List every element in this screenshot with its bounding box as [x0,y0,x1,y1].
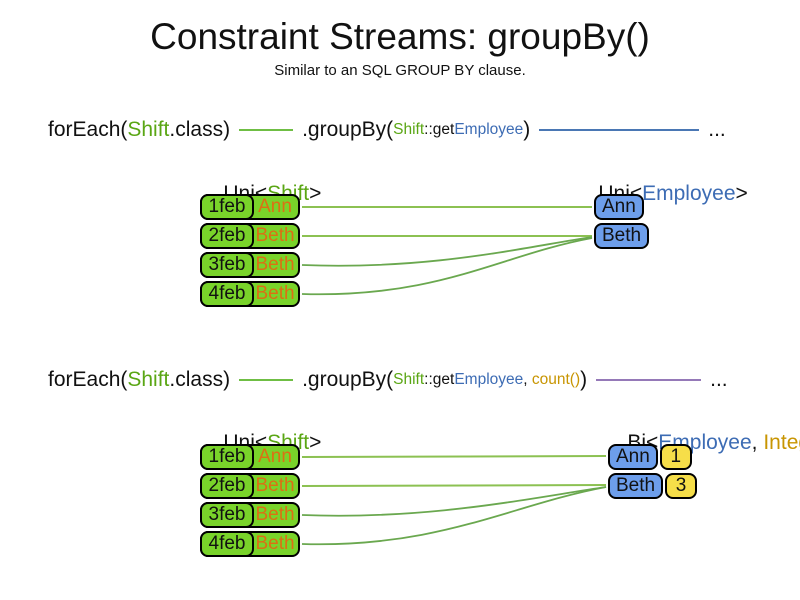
shift-date-cell: 3feb [200,502,254,528]
shift-date-cell: 1feb [200,194,254,220]
shift-row: Ann 1feb [200,194,300,220]
shift-employee-cell: Beth [255,475,295,496]
employee-pill: Beth [594,223,650,249]
uni-shift-suffix-1: > [309,182,322,205]
code1-green-connector-line [239,129,294,131]
employee-pill: Ann [594,194,644,220]
shift-date-cell: 4feb [200,281,254,307]
employee-pill: Ann [608,444,658,470]
code2-groupby-close: ) [580,368,588,391]
uni-shift-suffix-2: > [309,431,322,454]
code1-blue-connector-line [539,129,700,131]
shift-employee-cell: Ann [258,446,292,467]
code-line-1: forEach(Shift.class) .groupBy(Shift::get… [48,118,726,142]
code2-param-count: count() [531,371,581,388]
employee-count-groups: Ann 1 Beth 3 [608,444,698,499]
shift-row: Beth 3feb [200,502,300,528]
code2-class-close: .class) [169,368,231,391]
flow-line-3feb-beth-2 [301,486,607,517]
shift-row: Beth 2feb [200,223,300,249]
bi-label-comma: , [751,431,764,454]
code2-foreach: forEach( [48,368,128,391]
code1-ellipsis: ... [708,118,726,141]
flow-line-2feb-beth-2 [301,484,607,487]
code1-param-employee: Employee [454,121,524,138]
shift-employee-cell: Beth [255,254,295,275]
group-row: Beth 3 [608,473,698,499]
flow-line-1feb-ann-2 [301,455,607,458]
uni-employee-suffix: > [735,182,748,205]
shift-row: Beth 4feb [200,281,300,307]
shift-employee-cell: Beth [255,283,295,304]
shift-date-cell: 1feb [200,444,254,470]
group-row: Ann 1 [608,444,692,470]
employee-pill: Beth [608,473,664,499]
code2-green-connector-line [239,379,294,381]
shift-row: Ann 1feb [200,444,300,470]
code2-shift-class: Shift [127,368,170,391]
flow-line-4feb-beth-2 [301,486,607,546]
code-line-2: forEach(Shift.class) .groupBy(Shift::get… [48,368,728,392]
slide-subtitle: Similar to an SQL GROUP BY clause. [274,62,526,79]
shift-date-cell: 2feb [200,223,254,249]
code1-param-shift: Shift [393,121,425,138]
code1-class-close: .class) [169,118,231,141]
shift-date-cell: 4feb [200,531,254,557]
shift-row: Beth 2feb [200,473,300,499]
shift-table-1: Ann 1feb Beth 2feb Beth 3feb Beth 4feb [200,194,300,310]
code1-shift-class: Shift [127,118,170,141]
shift-employee-cell: Beth [255,533,295,554]
shift-row: Beth 3feb [200,252,300,278]
code1-param-getter: ::get [424,121,455,138]
code2-ellipsis: ... [710,368,728,391]
slide-title: Constraint Streams: groupBy() [150,16,650,57]
code1-groupby-open: .groupBy( [302,118,394,141]
code1-groupby-close: ) [523,118,531,141]
shift-date-cell: 2feb [200,473,254,499]
code2-param-getter: ::get [424,371,455,388]
code2-param-employee: Employee [454,371,524,388]
shift-employee-cell: Beth [255,225,295,246]
code2-param-comma: , [523,371,532,388]
uni-employee-type: Employee [642,182,736,205]
count-pill: 3 [665,473,698,499]
flow-line-3feb-beth [301,236,593,267]
shift-employee-cell: Beth [255,504,295,525]
shift-row: Beth 4feb [200,531,300,557]
employee-groups-1: Ann Beth [594,194,650,249]
code1-foreach: forEach( [48,118,128,141]
shift-table-2: Ann 1feb Beth 2feb Beth 3feb Beth 4feb [200,444,300,560]
code2-groupby-open: .groupBy( [302,368,394,391]
flow-line-4feb-beth [301,237,593,296]
bi-label-integer: Integer [763,431,800,454]
code2-purple-connector-line [596,379,702,381]
shift-employee-cell: Ann [258,196,292,217]
shift-date-cell: 3feb [200,252,254,278]
count-pill: 1 [659,444,692,470]
code2-param-shift: Shift [393,371,425,388]
